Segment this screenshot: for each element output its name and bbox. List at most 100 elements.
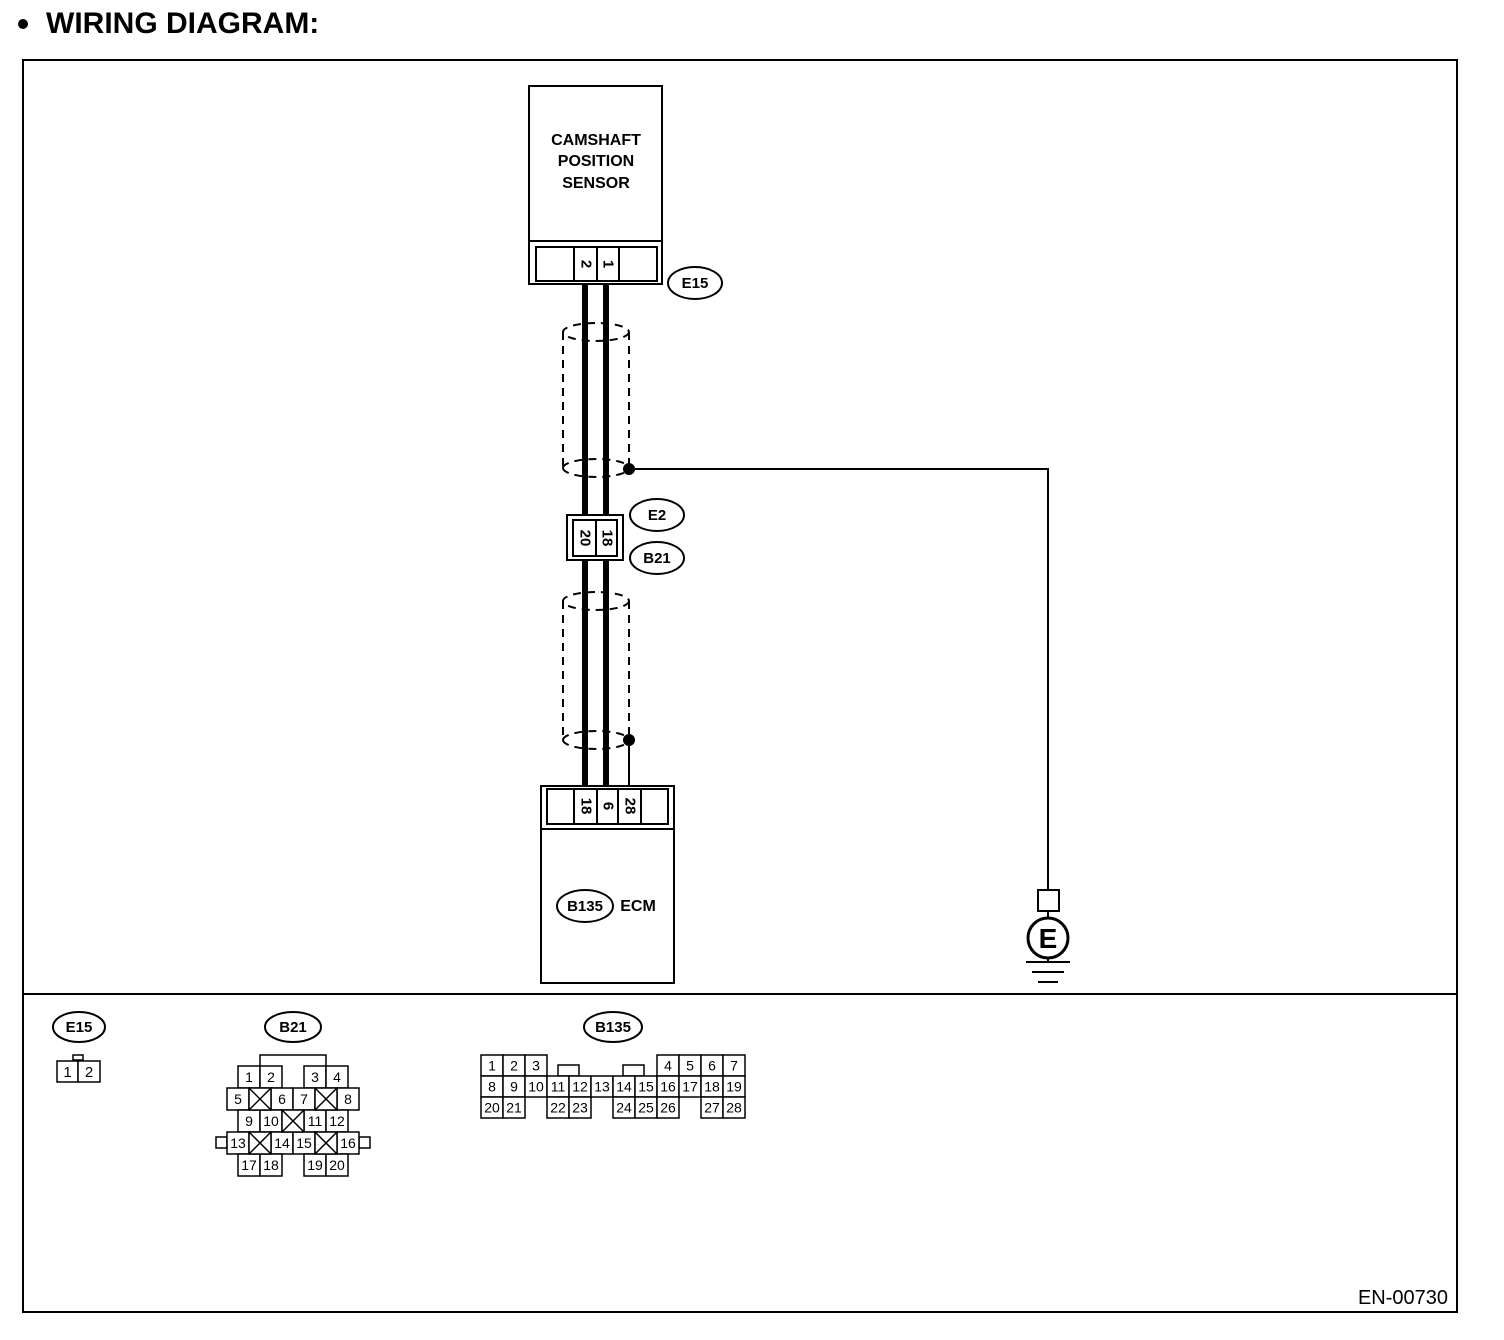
- sensor-label-line1: CAMSHAFT: [551, 132, 641, 149]
- connector-cell-label: 27: [704, 1100, 720, 1116]
- connector-cell-label: 18: [704, 1079, 720, 1095]
- camshaft-position-sensor: CAMSHAFT POSITION SENSOR 2 1: [528, 85, 663, 285]
- connector-cell: [502, 1096, 526, 1119]
- connector-cell-label: 6: [708, 1058, 716, 1074]
- connector-cell-label: 8: [488, 1079, 496, 1095]
- inline-pin-20: 20: [577, 530, 594, 547]
- connector-cell-label: 8: [344, 1091, 352, 1107]
- connector-cell-label: 28: [726, 1100, 742, 1116]
- connector-cell-label: 1: [488, 1058, 496, 1074]
- connector-callout-e15: E15: [667, 266, 723, 300]
- connector-cell-label: 17: [682, 1079, 698, 1095]
- connector-cell-label: 6: [278, 1091, 286, 1107]
- callout-b135-label: B135: [567, 898, 603, 915]
- connector-cell-label: 2: [510, 1058, 518, 1074]
- connector-cell-label: 25: [638, 1100, 654, 1116]
- connector-cell-label: 13: [230, 1135, 246, 1151]
- ecm-unit: 18 6 28 B135 ECM: [540, 785, 675, 984]
- ecm-label: ECM: [620, 898, 656, 915]
- callout-e15-label: E15: [682, 275, 709, 292]
- sensor-label-line3: SENSOR: [562, 175, 630, 192]
- ground-point-label: E: [1039, 923, 1058, 954]
- connector-cell: [656, 1096, 680, 1119]
- ground-wire: [629, 468, 1049, 890]
- upper-shield: [562, 322, 630, 478]
- ecm-connector-inner: [546, 788, 669, 825]
- inline-connector-e2-b21: 20 18: [566, 514, 624, 561]
- connector-callout-b21: B21: [629, 541, 685, 575]
- connector-view-e15-label: E15: [66, 1019, 93, 1036]
- connector-cell-label: 12: [329, 1113, 345, 1129]
- connector-cell-label: 14: [616, 1079, 632, 1095]
- callout-b21-label: B21: [643, 550, 671, 567]
- connector-cell-label: 26: [660, 1100, 676, 1116]
- inline-pin-18: 18: [599, 530, 616, 547]
- connector-cell-label: 9: [510, 1079, 518, 1095]
- sensor-pin-1: 1: [600, 260, 617, 268]
- connector-cell-label: 11: [551, 1079, 566, 1095]
- connector-cell-label: 16: [660, 1079, 676, 1095]
- drawing-code: EN-00730: [1358, 1287, 1448, 1309]
- sensor-pin-2: 2: [578, 260, 595, 268]
- callout-e2-label: E2: [648, 507, 666, 524]
- blank-cavity-cross: [281, 1109, 305, 1133]
- connector-cell-label: 7: [300, 1091, 308, 1107]
- connector-cell-label: 13: [594, 1079, 610, 1095]
- connector-cell-label: 24: [616, 1100, 632, 1116]
- connector-cell-label: 22: [550, 1100, 566, 1116]
- ecm-connector-callout: [556, 889, 614, 923]
- connector-cell-label: 17: [241, 1157, 257, 1173]
- connector-cell-label: 14: [274, 1135, 290, 1151]
- connector-cell-label: 3: [532, 1058, 540, 1074]
- connector-cell-label: 15: [638, 1079, 654, 1095]
- diagram-frame: [22, 59, 1458, 1313]
- lower-shield-junction: [623, 734, 635, 746]
- ecm-pin-28: 28: [622, 798, 639, 815]
- connector-cell-label: 2: [267, 1069, 275, 1085]
- connector-callout-e2: E2: [629, 498, 685, 532]
- ecm-pin-6: 6: [600, 802, 617, 810]
- connector-cell: [722, 1096, 746, 1119]
- connector-cell-label: 4: [664, 1058, 672, 1074]
- connector-view-b135-label: B135: [595, 1019, 631, 1036]
- sensor-body: [528, 85, 663, 242]
- connector-cell-label: 12: [572, 1079, 588, 1095]
- blank-cavity-cross: [314, 1087, 338, 1111]
- connector-cell-label: 21: [506, 1100, 522, 1116]
- connector-cell-label: 20: [329, 1157, 345, 1173]
- connector-cell-label: 1: [245, 1069, 253, 1085]
- connector-cell-label: 16: [340, 1135, 356, 1151]
- connector-cell-label: 15: [296, 1135, 312, 1151]
- sensor-label-line2: POSITION: [558, 153, 634, 170]
- connector-cell-label: 5: [686, 1058, 694, 1074]
- connector-cell-label: 7: [730, 1058, 738, 1074]
- connector-cell-label: 19: [726, 1079, 742, 1095]
- connector-cell-label: 9: [245, 1113, 253, 1129]
- connector-cell: [77, 1060, 101, 1083]
- connector-cell-label: 10: [263, 1113, 279, 1129]
- diagram-heading: WIRING DIAGRAM:: [18, 4, 319, 44]
- blank-cavity-cross: [248, 1131, 272, 1155]
- connector-cell-label: 19: [307, 1157, 323, 1173]
- connector-cell-label: 23: [572, 1100, 588, 1116]
- connector-view-b21-label: B21: [279, 1019, 307, 1036]
- connector-cell-label: 11: [308, 1113, 323, 1129]
- connector-cell-label: 20: [484, 1100, 500, 1116]
- connector-cell-label: 1: [63, 1064, 71, 1081]
- blank-cavity-cross: [314, 1131, 338, 1155]
- blank-cavity-cross: [248, 1087, 272, 1111]
- connector-cell-label: 10: [528, 1079, 544, 1095]
- heading-text: WIRING DIAGRAM:: [46, 7, 320, 40]
- bullet-icon: [18, 19, 28, 29]
- connector-cell-label: 4: [333, 1069, 341, 1085]
- ecm-pin-18: 18: [578, 798, 595, 815]
- connector-cell-label: 18: [263, 1157, 279, 1173]
- connector-cell: [568, 1096, 592, 1119]
- ground-symbol: E: [1026, 889, 1070, 983]
- connector-cell-label: 2: [85, 1064, 93, 1081]
- connector-cell-label: 3: [311, 1069, 319, 1085]
